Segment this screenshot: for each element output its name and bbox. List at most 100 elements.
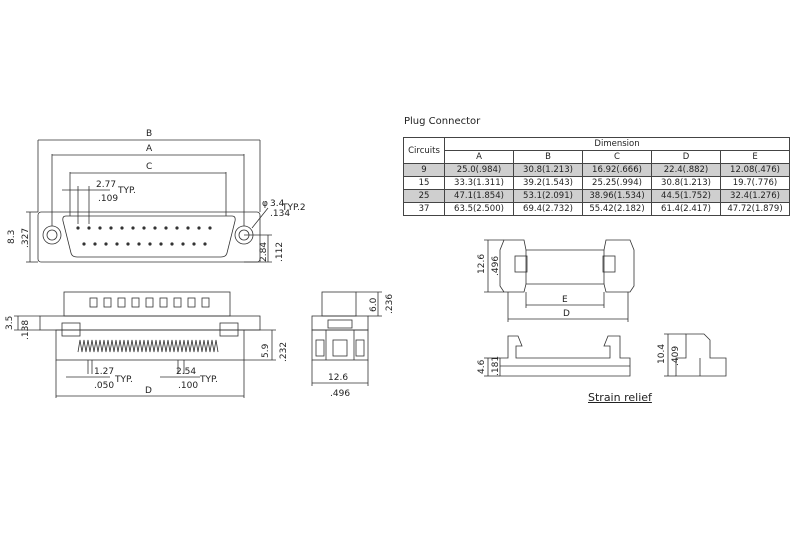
table-row: 25 47.1(1.854) 53.1(2.091) 38.96(1.534) … [403,189,790,203]
table-cell: 61.4(2.417) [651,202,721,216]
table-cell: 12.08(.476) [720,163,790,177]
table-row: 15 33.3(1.311) 39.2(1.543) 25.25(.994) 3… [403,176,790,190]
table-cell: 44.5(1.752) [651,189,721,203]
row-circuits: 9 [403,163,445,177]
front-view-labels: B A C 2.77 TYP. .109 φ 3.4 TYP.2 .134 8.… [7,129,306,262]
table-cell: 16.92(.666) [582,163,652,177]
table-cell: 25.25(.994) [582,176,652,190]
end-width-in-label: .496 [330,389,350,399]
table-cell: 69.4(2.732) [513,202,583,216]
pitch2-in-label: .100 [178,381,198,391]
table-cell: 30.8(1.213) [651,176,721,190]
end-top-body [321,291,357,317]
relief-side-mm-label: 10.4 [657,344,667,364]
hole-typ-label: TYP.2 [281,203,306,213]
body-mm-label: 5.9 [261,343,271,358]
height-in-label: .327 [21,228,31,248]
pitch2-mm-label: 2.54 [176,367,196,377]
table-cell: 22.4(.882) [651,163,721,177]
table-cell: 33.3(1.311) [444,176,514,190]
pitch1-typ-label: TYP. [114,375,133,385]
dim-c-label: C [146,162,152,172]
table-cell: 38.96(1.534) [582,189,652,203]
strain-relief-label: Strain relief [588,391,652,404]
relief-side-outline [675,333,727,377]
table-row: 37 63.5(2.500) 69.4(2.732) 55.42(2.182) … [403,202,790,216]
row-circuits: 25 [403,189,445,203]
offset-in-label: .112 [275,242,285,262]
table-cell: 32.4(1.276) [720,189,790,203]
relief-outline [499,239,635,293]
relief-side-in-label: .409 [671,346,681,366]
relief-front-outline [499,335,631,377]
end-bottom-body [311,329,369,361]
pitch2-typ-label: TYP. [199,375,218,385]
table-cell: 63.5(2.500) [444,202,514,216]
end-view [311,291,382,386]
pitch1-mm-label: 1.27 [94,367,114,377]
front-view [26,139,272,263]
side-top-body [63,291,231,317]
table-cell: 47.72(1.879) [720,202,790,216]
table-cell: 55.42(2.182) [582,202,652,216]
side-view [14,291,276,398]
column-header: E [720,150,790,164]
column-header-row: A B C D E [404,150,790,164]
side-dim-d-label: D [145,386,152,396]
relief-low-mm-label: 4.6 [477,359,487,374]
pin-row-top [76,226,212,230]
side-bottom-body [55,329,245,361]
table-cell: 39.2(1.543) [513,176,583,190]
relief-height-in-label: .496 [491,256,501,276]
relief-low-in-label: .181 [491,356,501,376]
side-height-mm-label: 3.5 [5,316,15,330]
column-header: C [582,150,652,164]
pitch1-in-label: .050 [94,381,114,391]
column-header: B [513,150,583,164]
pitch-mm-label: 2.77 [96,180,116,190]
plug-connector-title: Plug Connector [404,116,481,127]
relief-dim-e-label: E [562,295,568,305]
diameter-symbol: φ [262,199,268,209]
end-view-labels: 6.0 .236 12.6 .496 [328,294,395,399]
front-flange [37,211,261,263]
d-shell [62,215,236,258]
strain-relief-top-view [484,239,635,322]
side-height-in-label: .138 [21,320,31,340]
hole-in-label: .134 [270,209,290,219]
body-in-label: .232 [279,342,289,362]
offset-mm-label: 2.84 [259,242,269,262]
dim-b-label: B [146,129,152,139]
height-mm-label: 8.3 [7,230,17,244]
dim-a-label: A [146,144,153,154]
dimension-table: Circuits Dimension A B C D E 9 25.0(.984… [403,137,790,216]
column-header: A [444,150,514,164]
relief-labels: 12.6 .496 E D 4.6 .181 10.4 .409 [477,254,681,376]
relief-height-mm-label: 12.6 [477,254,487,274]
pitch-typ-label: TYP. [117,186,136,196]
strain-relief-front-view [484,335,631,377]
side-view-labels: 3.5 .138 1.27 TYP. .050 2.54 TYP. .100 D… [5,316,289,396]
end-top-in-label: .236 [385,294,395,314]
table-row: 9 25.0(.984) 30.8(1.213) 16.92(.666) 22.… [403,163,790,177]
pin-row-bottom [82,242,207,246]
end-width-mm-label: 12.6 [328,373,348,383]
header-circuits: Circuits [403,137,445,164]
table-cell: 30.8(1.213) [513,163,583,177]
end-top-mm-label: 6.0 [369,297,379,312]
mount-hole-left [42,225,62,245]
table-cell: 25.0(.984) [444,163,514,177]
row-circuits: 15 [403,176,445,190]
strain-relief-side-view [664,333,727,377]
table-cell: 47.1(1.854) [444,189,514,203]
table-cell: 19.7(.776) [720,176,790,190]
contact-teeth [77,339,219,353]
column-header: D [651,150,721,164]
pitch-in-label: .109 [98,194,118,204]
row-circuits: 37 [403,202,445,216]
table-cell: 53.1(2.091) [513,189,583,203]
header-dimension: Dimension [444,137,790,151]
mount-hole-left-inner [46,229,58,241]
hole-mm-label: 3.4 [270,199,285,209]
